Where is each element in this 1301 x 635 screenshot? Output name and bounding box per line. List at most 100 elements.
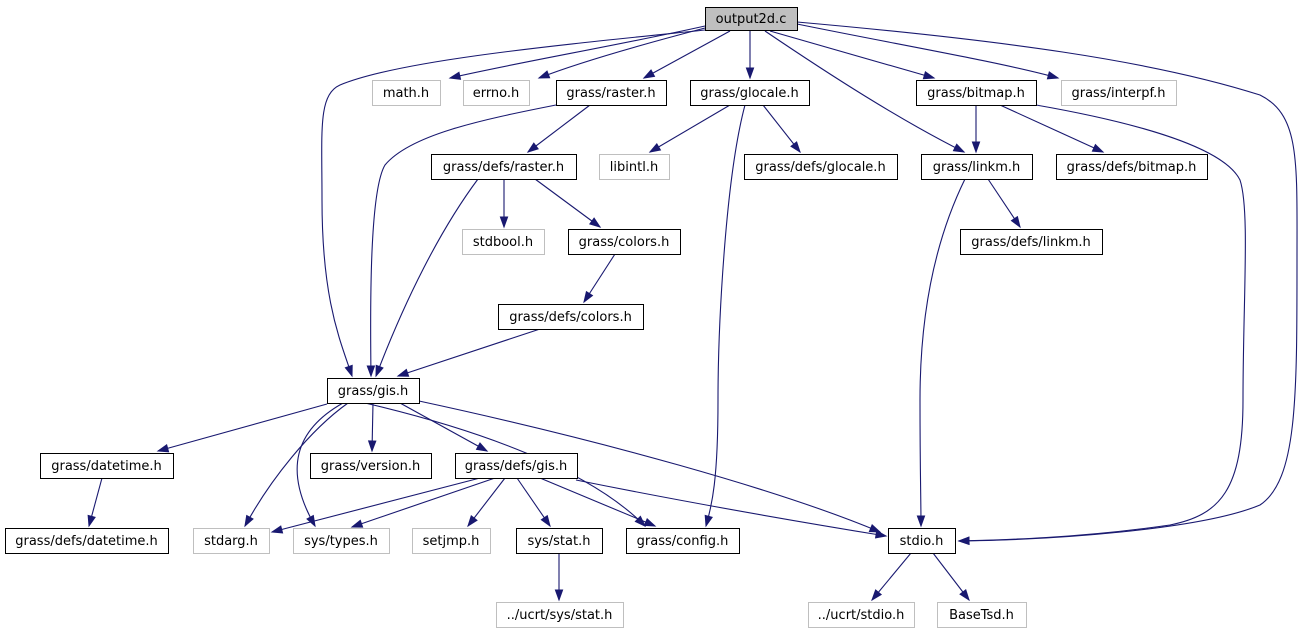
node-label: ../ucrt/stdio.h — [818, 608, 905, 623]
edge-defsgis-to-config — [539, 477, 656, 527]
arrowhead-gis-to-version — [367, 440, 377, 453]
node-label: errno.h — [473, 86, 520, 101]
edge-gis-to-systypes — [296, 402, 344, 527]
node-box — [40, 453, 174, 479]
edge-output2d-to-bitmap — [769, 30, 935, 79]
arrowhead-glocale-to-config — [704, 514, 713, 528]
edge-defsgis-to-stdio — [575, 479, 887, 537]
node-defscolors[interactable]: grass/defs/colors.h — [498, 304, 644, 330]
node-label: grass/defs/raster.h — [443, 160, 564, 175]
node-defsgis[interactable]: grass/defs/gis.h — [455, 453, 578, 479]
node-sysstat[interactable]: sys/stat.h — [516, 528, 603, 554]
node-defsdatetime[interactable]: grass/defs/datetime.h — [5, 528, 169, 554]
edge-raster-to-gis — [370, 104, 557, 377]
arrowhead-gis-to-defsgis — [475, 442, 489, 452]
node-box — [327, 378, 420, 404]
edge-bitmap-to-stdio — [958, 104, 1246, 542]
node-box — [626, 528, 740, 554]
node-box — [498, 304, 644, 330]
node-defsraster[interactable]: grass/defs/raster.h — [431, 154, 577, 180]
node-label: grass/config.h — [637, 534, 729, 549]
node-glocale[interactable]: grass/glocale.h — [690, 80, 810, 106]
arrowhead-output2d-to-interpf — [1046, 71, 1060, 80]
node-stdbool: stdbool.h — [462, 229, 545, 255]
node-label: stdbool.h — [473, 235, 533, 250]
node-box — [1056, 154, 1208, 180]
node-datetime[interactable]: grass/datetime.h — [40, 453, 174, 479]
node-box — [937, 602, 1027, 628]
node-box — [744, 154, 898, 180]
node-label: libintl.h — [610, 160, 658, 175]
node-label: output2d.c — [716, 12, 787, 27]
arrowhead-defsgis-to-systypes — [350, 519, 364, 528]
arrowhead-defsgis-to-setjmp — [467, 515, 478, 528]
edge-linkm-to-stdio — [919, 178, 966, 527]
node-label: grass/defs/colors.h — [509, 310, 632, 325]
edge-output2d-to-errno — [538, 27, 706, 79]
arrowhead-output2d-to-bitmap — [922, 70, 936, 80]
node-ucrtsysstat: ../ucrt/sys/stat.h — [496, 602, 624, 628]
edge-glocale-to-config — [705, 104, 746, 527]
node-box — [808, 602, 915, 628]
arrowhead-gis-to-stdio — [868, 523, 882, 533]
arrowhead-bitmap-to-linkm — [971, 141, 981, 154]
node-box — [516, 528, 603, 554]
node-linkm[interactable]: grass/linkm.h — [921, 154, 1033, 180]
arrowhead-output2d-to-linkm — [952, 143, 966, 153]
node-box — [690, 80, 810, 106]
node-label: grass/glocale.h — [700, 86, 798, 101]
node-bitmap[interactable]: grass/bitmap.h — [916, 80, 1037, 106]
node-raster[interactable]: grass/raster.h — [556, 80, 667, 106]
node-defslinkm[interactable]: grass/defs/linkm.h — [960, 229, 1103, 255]
arrowhead-defsgis-to-stdio — [874, 530, 888, 539]
arrowhead-raster-to-gis — [366, 365, 376, 378]
arrowhead-linkm-to-stdio — [916, 515, 926, 528]
arrowhead-glocale-to-defsglocale — [790, 141, 801, 154]
arrowhead-gis-to-stdarg — [244, 514, 254, 528]
node-box — [568, 229, 681, 255]
node-label: math.h — [383, 86, 429, 101]
node-config[interactable]: grass/config.h — [626, 528, 740, 554]
node-setjmp: setjmp.h — [412, 528, 491, 554]
node-defsbitmap[interactable]: grass/defs/bitmap.h — [1056, 154, 1208, 180]
node-box — [1061, 80, 1177, 106]
node-output2d[interactable]: output2d.c — [705, 7, 798, 31]
node-stdio[interactable]: stdio.h — [888, 528, 956, 554]
node-label: grass/colors.h — [579, 235, 670, 250]
arrowhead-defscolors-to-gis — [396, 368, 410, 377]
node-box — [705, 7, 798, 31]
node-gis[interactable]: grass/gis.h — [327, 378, 420, 404]
edge-gis-to-stdio — [418, 400, 881, 533]
arrowhead-defsraster-to-colors — [588, 217, 602, 228]
arrowhead-defsraster-to-stdbool — [499, 216, 509, 229]
node-label: grass/raster.h — [566, 86, 655, 101]
edge-raster-to-defsraster — [527, 104, 591, 153]
node-label: grass/defs/gis.h — [465, 459, 567, 474]
node-defsglocale[interactable]: grass/defs/glocale.h — [744, 154, 898, 180]
edge-defsraster-to-colors — [534, 178, 601, 228]
node-label: grass/defs/glocale.h — [755, 160, 885, 175]
arrowhead-defsgis-to-stdarg — [270, 525, 284, 534]
node-box — [372, 80, 441, 106]
node-label: grass/linkm.h — [933, 160, 1021, 175]
node-box — [293, 528, 390, 554]
arrowhead-bitmap-to-defsbitmap — [1091, 143, 1105, 153]
arrowhead-output2d-to-raster — [642, 69, 656, 79]
edge-gis-to-datetime — [157, 403, 328, 452]
arrowhead-gis-to-datetime — [156, 444, 170, 453]
node-label: grass/datetime.h — [51, 459, 162, 474]
node-box — [5, 528, 169, 554]
node-errno: errno.h — [463, 80, 530, 106]
edge-output2d-to-interpf — [796, 23, 1059, 79]
edge-defsgis-to-stdarg — [271, 477, 481, 533]
node-colors[interactable]: grass/colors.h — [568, 229, 681, 255]
node-box — [431, 154, 577, 180]
node-version[interactable]: grass/version.h — [310, 453, 432, 479]
node-box — [496, 602, 624, 628]
edge-defsgis-to-systypes — [351, 477, 496, 528]
node-box — [412, 528, 491, 554]
arrowhead-defsgis-to-sysstat — [540, 514, 551, 528]
edge-output2d-to-raster — [643, 30, 731, 79]
arrowhead-bitmap-to-stdio — [957, 536, 970, 546]
